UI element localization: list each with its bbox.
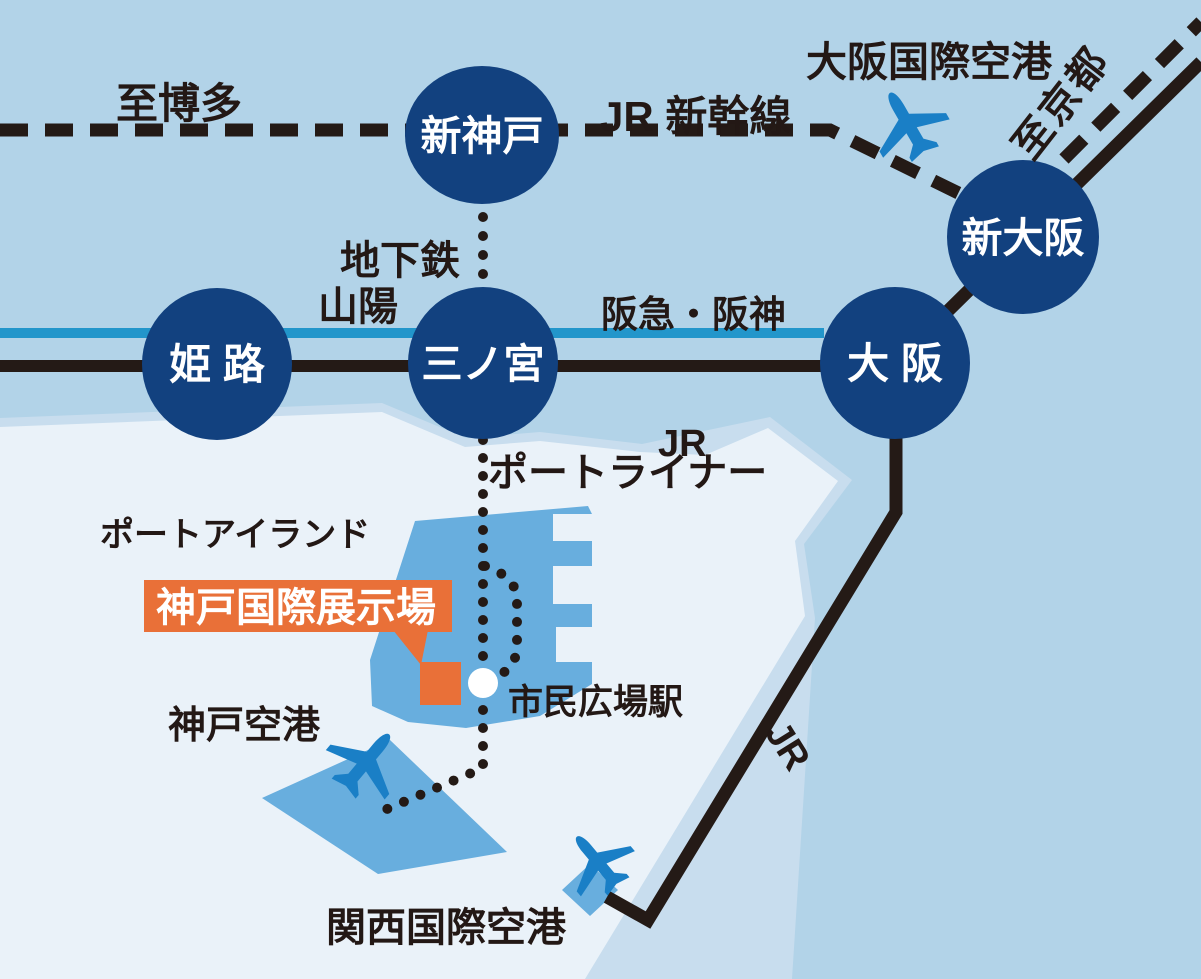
label-kobe-airport: 神戸空港 [168, 705, 321, 747]
exhibition-callout-tail [393, 630, 428, 665]
station-label-sannomiya: 三ノ宮 [422, 341, 545, 387]
exhibition-hall-label: 神戸国際展示場 [156, 586, 436, 630]
jr-south-line [603, 438, 903, 929]
label-jr-shinkansen: JR 新幹線 [600, 93, 791, 140]
exhibition-hall-marker [420, 662, 461, 705]
station-label-himeji: 姫 路 [169, 341, 266, 388]
label-shimin-hiroba: 市民広場駅 [508, 683, 683, 722]
station-circle-himeji [142, 288, 292, 440]
station-label-osaka: 大 阪 [847, 340, 943, 387]
station-circle-sannomiya [408, 287, 558, 439]
shimin-hiroba-station-dot [468, 668, 498, 698]
label-portliner: ポートライナー [488, 451, 767, 495]
portliner-loop-dotted [480, 561, 522, 683]
station-circle-shin-osaka [947, 160, 1099, 314]
station-label-shin-kobe: 新神戸 [421, 113, 544, 159]
shinkansen-dashed-line-kyoto [1059, 17, 1201, 164]
label-port-island: ポートアイランド [100, 515, 370, 554]
exhibition-callout-box [144, 580, 452, 632]
label-kansai-intl-airport: 関西国際空港 [326, 906, 567, 950]
label-jr-main: JR [658, 423, 707, 465]
label-sanyo: 山陽 [318, 285, 398, 329]
label-subway: 地下鉄 [340, 239, 460, 283]
station-circle-osaka [820, 287, 970, 439]
portliner-dotted-line [375, 435, 488, 817]
label-hankyu-hanshin: 阪急・阪神 [601, 294, 786, 335]
shinkansen-dashed-line [0, 123, 996, 216]
label-to-hakata: 至博多 [116, 80, 242, 127]
station-label-shin-osaka: 新大阪 [962, 215, 1085, 261]
label-osaka-intl-airport: 大阪国際空港 [806, 39, 1053, 85]
station-circle-shin-kobe [405, 66, 559, 204]
